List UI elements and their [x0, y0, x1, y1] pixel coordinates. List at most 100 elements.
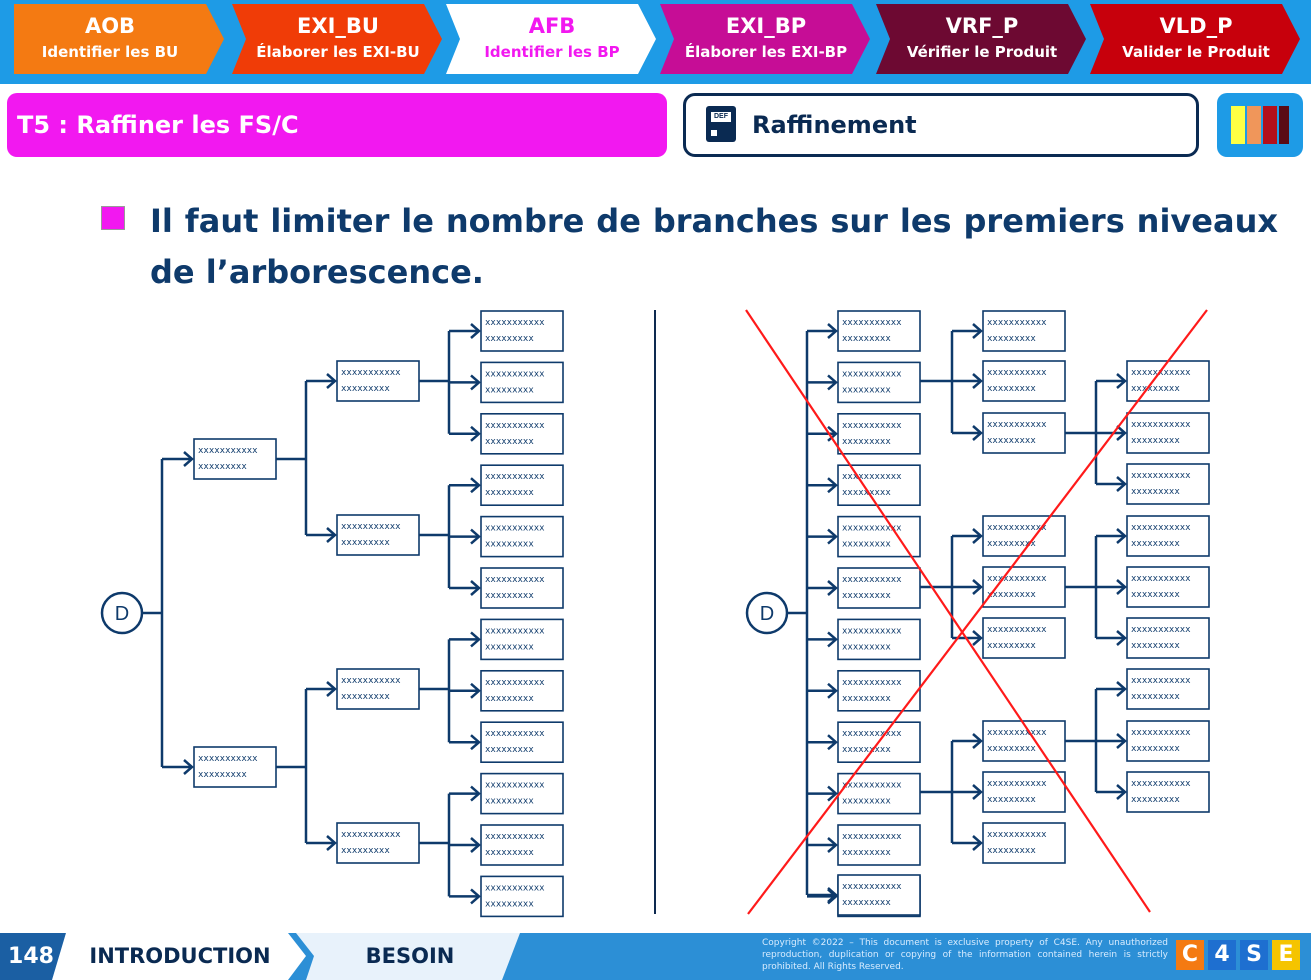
node-text: xxxxxxxxxxx [485, 832, 545, 842]
node-text: xxxxxxxxxxx [1131, 728, 1191, 738]
copyright-notice: Copyright ©2022 – This document is exclu… [762, 938, 1168, 972]
node-text: xxxxxxxxx [1131, 590, 1180, 600]
node-text: xxxxxxxxxxx [842, 369, 902, 379]
node-text: xxxxxxxxx [842, 385, 891, 395]
node-text: xxxxxxxxx [485, 385, 534, 395]
node-box [480, 310, 564, 352]
node-box [1126, 515, 1210, 557]
phase-code: AFB [528, 14, 576, 38]
node-text: xxxxxxxxxxx [987, 368, 1047, 378]
phase-arrow-2 [232, 4, 442, 74]
node-text: xxxxxxxxx [485, 642, 534, 652]
node-box [480, 412, 564, 455]
node-text: xxxxxxxxxxx [987, 779, 1047, 789]
node-text: xxxxxxxxxxx [842, 524, 902, 534]
node-box [480, 669, 564, 712]
node-text: xxxxxxxxxxx [842, 318, 902, 328]
phase-name: Élaborer les EXI-BU [256, 43, 420, 61]
node-text: xxxxxxxxx [485, 591, 534, 601]
phase-name: Identifier les BU [41, 43, 179, 61]
node-text: xxxxxxxxx [987, 539, 1036, 549]
breadcrumb-besoin[interactable]: BESOIN [365, 944, 455, 968]
node-text: xxxxxxxxx [842, 591, 891, 601]
task-title: T5 : Raffiner les FS/C [7, 93, 667, 157]
red-cross-line [745, 309, 1151, 913]
phase-tab-vld_p[interactable]: VLD_P Valider le Produit [1100, 4, 1292, 74]
node-text: xxxxxxxxx [987, 436, 1036, 446]
phase-name: Élaborer les EXI-BP [684, 43, 848, 61]
node-box [982, 617, 1066, 659]
node-text: xxxxxxxxxxx [842, 472, 902, 482]
node-text: xxxxxxxxxxx [842, 421, 902, 431]
node-text: xxxxxxxxxxx [842, 626, 902, 636]
node-box [837, 824, 921, 866]
node-text: xxxxxxxxx [198, 462, 247, 472]
node-text: xxxxxxxxxxx [485, 626, 545, 636]
node-text: xxxxxxxxxxx [485, 369, 545, 379]
phase-code: AOB [84, 14, 136, 38]
node-text: xxxxxxxxx [485, 488, 534, 498]
phase-tab-aob[interactable]: AOB Identifier les BU [14, 4, 206, 74]
node-box [1126, 360, 1210, 402]
node-text: xxxxxxxxxxx [842, 678, 902, 688]
diagram-divider [654, 310, 656, 914]
breadcrumb-introduction[interactable]: INTRODUCTION [89, 944, 271, 968]
node-text: xxxxxxxxxxx [1131, 523, 1191, 533]
node-text: xxxxxxxxxxx [1131, 625, 1191, 635]
node-text: xxxxxxxxx [987, 334, 1036, 344]
node-text: xxxxxxxxxxx [842, 781, 902, 791]
node-box [480, 515, 564, 558]
node-text: xxxxxxxxx [842, 797, 891, 807]
node-text: xxxxxxxxx [987, 795, 1036, 805]
phase-arrow-3 [446, 4, 656, 74]
phase-arrow-1 [14, 4, 224, 74]
node-text: xxxxxxxxx [341, 846, 390, 856]
node-text: xxxxxxxxx [1131, 692, 1180, 702]
node-text: xxxxxxxxx [987, 846, 1036, 856]
node-box [837, 464, 921, 507]
node-text: xxxxxxxxxxx [987, 420, 1047, 430]
node-text: xxxxxxxxxxx [987, 728, 1047, 738]
node-box [336, 360, 420, 402]
node-box [982, 771, 1066, 813]
node-text: xxxxxxxxxxx [485, 421, 545, 431]
node-text: xxxxxxxxx [1131, 487, 1180, 497]
definition-icon-text: DEF [711, 112, 731, 122]
node-text: xxxxxxxxx [842, 694, 891, 704]
node-text: xxxxxxxxxxx [842, 832, 902, 842]
node-text: xxxxxxxxxxx [987, 574, 1047, 584]
node-text: xxxxxxxxx [987, 384, 1036, 394]
node-box [982, 310, 1066, 352]
node-text: xxxxxxxxx [987, 641, 1036, 651]
node-box [193, 438, 277, 480]
node-text: xxxxxxxxxxx [987, 625, 1047, 635]
node-text: xxxxxxxxxxx [341, 368, 401, 378]
node-text: xxxxxxxxxxx [341, 830, 401, 840]
node-box [480, 875, 564, 918]
node-box [837, 772, 921, 815]
node-box [480, 824, 564, 866]
node-text: xxxxxxxxxxx [198, 446, 258, 456]
node-text: xxxxxxxxxxx [485, 729, 545, 739]
node-box [193, 746, 277, 788]
phase-tab-exi_bu[interactable]: EXI_BU Élaborer les EXI-BU [242, 4, 434, 74]
color-bars-icon[interactable] [1217, 93, 1303, 157]
phase-code: VLD_P [1159, 14, 1233, 38]
node-text: xxxxxxxxx [1131, 436, 1180, 446]
phase-name: Valider le Produit [1122, 43, 1270, 61]
node-box [1126, 668, 1210, 710]
node-box [336, 822, 420, 864]
node-text: xxxxxxxxx [842, 488, 891, 498]
phase-code: EXI_BU [297, 14, 379, 38]
node-text: xxxxxxxxx [987, 744, 1036, 754]
phase-code: VRF_P [945, 14, 1019, 38]
node-text: xxxxxxxxx [485, 797, 534, 807]
node-box [1126, 463, 1210, 505]
node-box [480, 361, 564, 404]
definition-button[interactable]: DEF Raffinement [683, 93, 1199, 157]
node-text: xxxxxxxxx [198, 770, 247, 780]
phase-arrow-4 [660, 4, 870, 74]
